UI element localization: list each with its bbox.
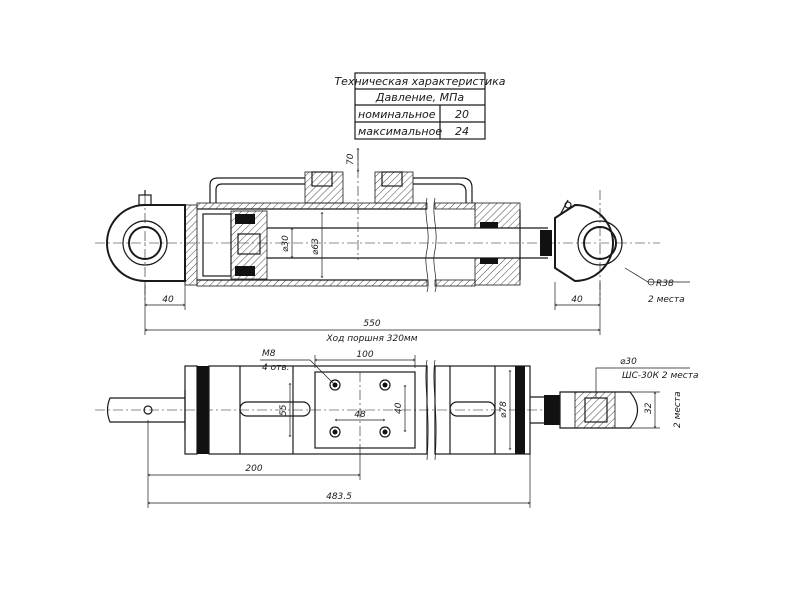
plan-view: M8 4 отв. 100 55 48 40 ⌀78 200 483.5 ⌀30… <box>95 349 698 508</box>
spec-table-title: Техническая характеристика <box>334 75 505 88</box>
dim-200: 200 <box>245 464 262 474</box>
dim-thread: M8 <box>262 349 276 359</box>
dim-pin-diameter: ⌀30 <box>620 357 637 367</box>
dim-radius-note: 2 места <box>648 295 685 305</box>
dim-70: 70 <box>346 153 356 165</box>
section-view: 70 ⌀30 ⌀63 40 40 550 Ход поршня 320мм R3… <box>95 148 690 344</box>
dim-32-note: 2 места <box>673 391 683 428</box>
dim-radius: R38 <box>656 279 674 289</box>
dim-left-40: 40 <box>162 295 174 305</box>
bolt-hole <box>379 426 391 438</box>
cylinder-body <box>184 171 552 293</box>
spec-row-value: 20 <box>455 108 469 121</box>
dim-100: 100 <box>356 350 373 360</box>
spec-table-header: Давление, МПа <box>375 91 464 104</box>
spec-row-label: максимальное <box>358 125 442 138</box>
spec-table: Техническая характеристика Давление, МПа… <box>334 72 506 140</box>
dim-32: 32 <box>644 402 654 414</box>
dim-overall-550: 550 <box>363 319 380 329</box>
dim-rod-diameter: ⌀30 <box>281 235 291 252</box>
bolt-hole <box>379 379 391 391</box>
dim-right-40: 40 <box>571 295 583 305</box>
dim-483-5: 483.5 <box>326 492 352 502</box>
right-eye-mount <box>554 199 623 283</box>
bolt-hole <box>329 426 341 438</box>
dim-40: 40 <box>394 402 404 414</box>
spec-row-label: номинальное <box>358 108 436 121</box>
left-eye-mount <box>106 190 186 282</box>
dim-48: 48 <box>354 410 366 420</box>
bearing-label: ШС-30К 2 места <box>622 371 698 381</box>
dim-78: ⌀78 <box>499 401 509 418</box>
dim-55: 55 <box>279 404 289 416</box>
dim-bore-diameter: ⌀63 <box>311 238 321 255</box>
stroke-label: Ход поршня 320мм <box>325 334 417 344</box>
spec-row-value: 24 <box>455 125 469 138</box>
dim-thread-note: 4 отв. <box>262 363 290 373</box>
